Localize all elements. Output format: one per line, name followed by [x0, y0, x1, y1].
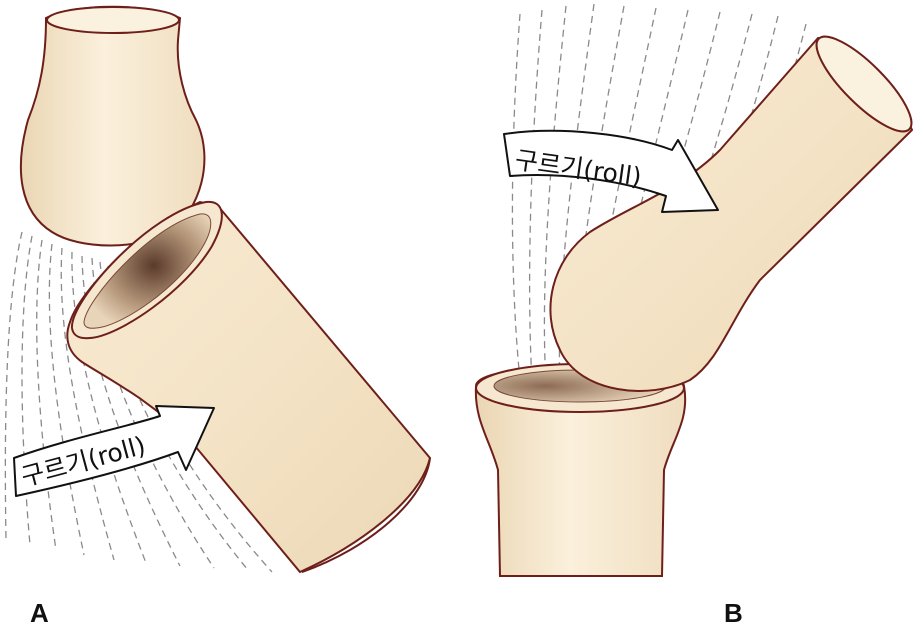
upper-bone-a: [19, 5, 206, 247]
upper-bone-b-end: [815, 35, 913, 133]
upper-bone-a-top: [46, 6, 180, 34]
roll-arrow-b: [503, 129, 719, 213]
lower-bone-a-end: [301, 457, 431, 573]
panel-letter-b: B: [724, 598, 743, 628]
roll-arrow-a: [13, 405, 215, 497]
panel-b: 구르기(roll) B: [474, 3, 914, 628]
lower-bone-a-cavity: [83, 213, 212, 329]
panel-a: 구르기(roll) A: [4, 5, 432, 628]
panel-letter-a: A: [30, 598, 49, 628]
